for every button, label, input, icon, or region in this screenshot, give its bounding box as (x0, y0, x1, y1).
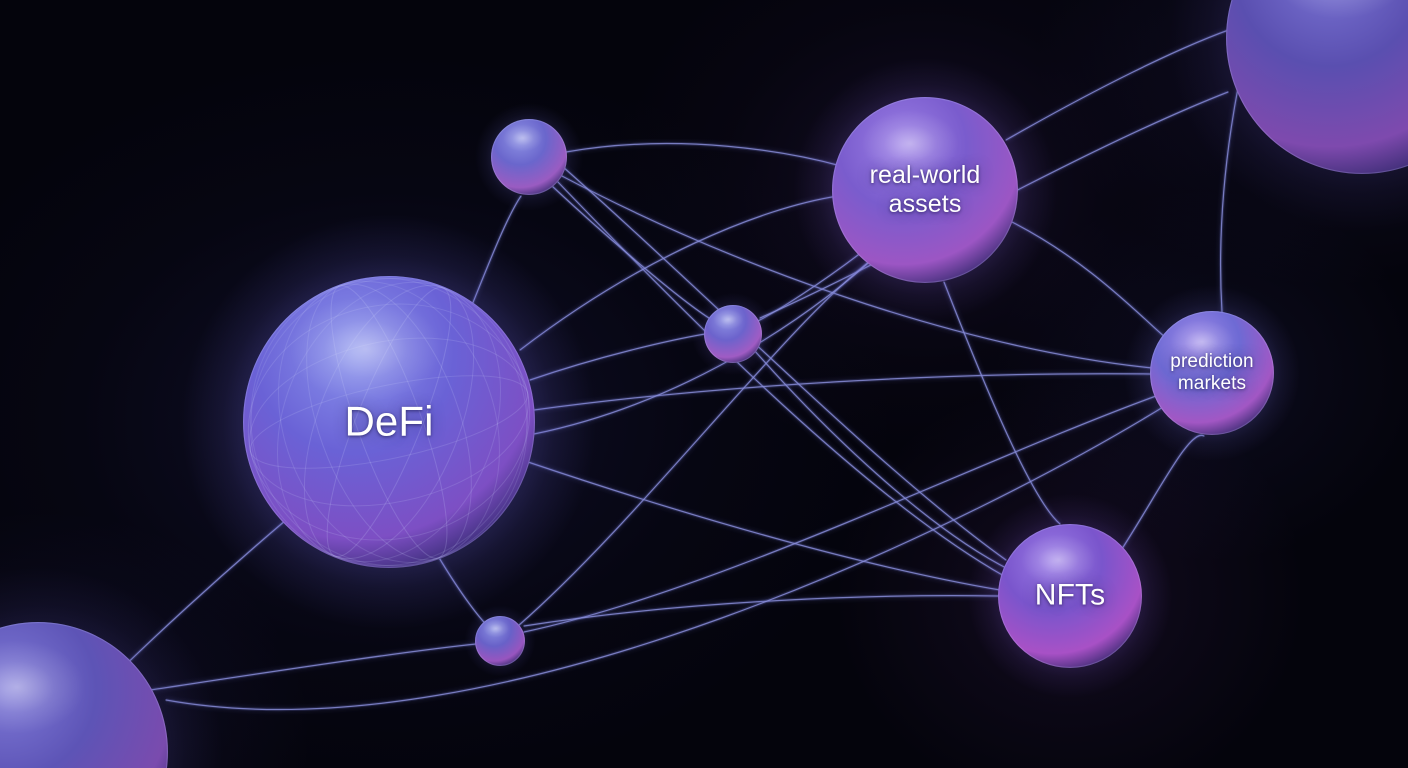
edge-offscreen-bottom-left-to-prediction-markets (165, 403, 1169, 711)
sphere-rim (0, 622, 168, 768)
sphere-highlight (861, 110, 959, 177)
sphere-highlight (1284, 0, 1397, 19)
node-offscreen-bottom-left[interactable] (0, 567, 223, 768)
edge-small-lower-left-to-nfts (523, 595, 999, 627)
node-defi[interactable] (181, 214, 597, 630)
sphere-rim (1150, 311, 1274, 435)
edge-defi-to-nfts (527, 461, 1001, 591)
node-small-upper-left[interactable] (475, 103, 583, 211)
sphere-highlight (503, 124, 543, 152)
sphere-rim (832, 97, 1018, 283)
sphere-highlight (713, 309, 744, 330)
sphere-rim (998, 524, 1142, 668)
edge-small-lower-left-to-prediction-markets (523, 395, 1157, 633)
node-sphere[interactable] (1226, 0, 1408, 174)
sphere-highlight (289, 296, 442, 402)
node-nfts[interactable] (967, 493, 1173, 699)
sphere-rim (1226, 0, 1408, 174)
edge-defi-to-prediction-markets (533, 373, 1151, 411)
edge-small-center-to-nfts (753, 349, 1011, 571)
sphere-highlight (0, 640, 85, 734)
node-prediction-markets[interactable] (1123, 284, 1301, 462)
edge-small-upper-left-to-nfts-alt (561, 165, 1007, 561)
sphere-rim (475, 616, 525, 666)
sphere-highlight (1169, 319, 1235, 365)
sphere-rim (491, 119, 567, 195)
node-offscreen-top-right[interactable] (1168, 0, 1408, 232)
sphere-rim (243, 276, 535, 568)
node-real-world-assets[interactable] (792, 57, 1058, 323)
edge-small-upper-left-to-small-center (551, 185, 713, 321)
sphere-highlight (1021, 534, 1096, 586)
sphere-rim (704, 305, 762, 363)
node-small-lower-left[interactable] (464, 605, 536, 677)
sphere-highlight (483, 619, 509, 638)
node-small-center[interactable] (691, 292, 775, 376)
